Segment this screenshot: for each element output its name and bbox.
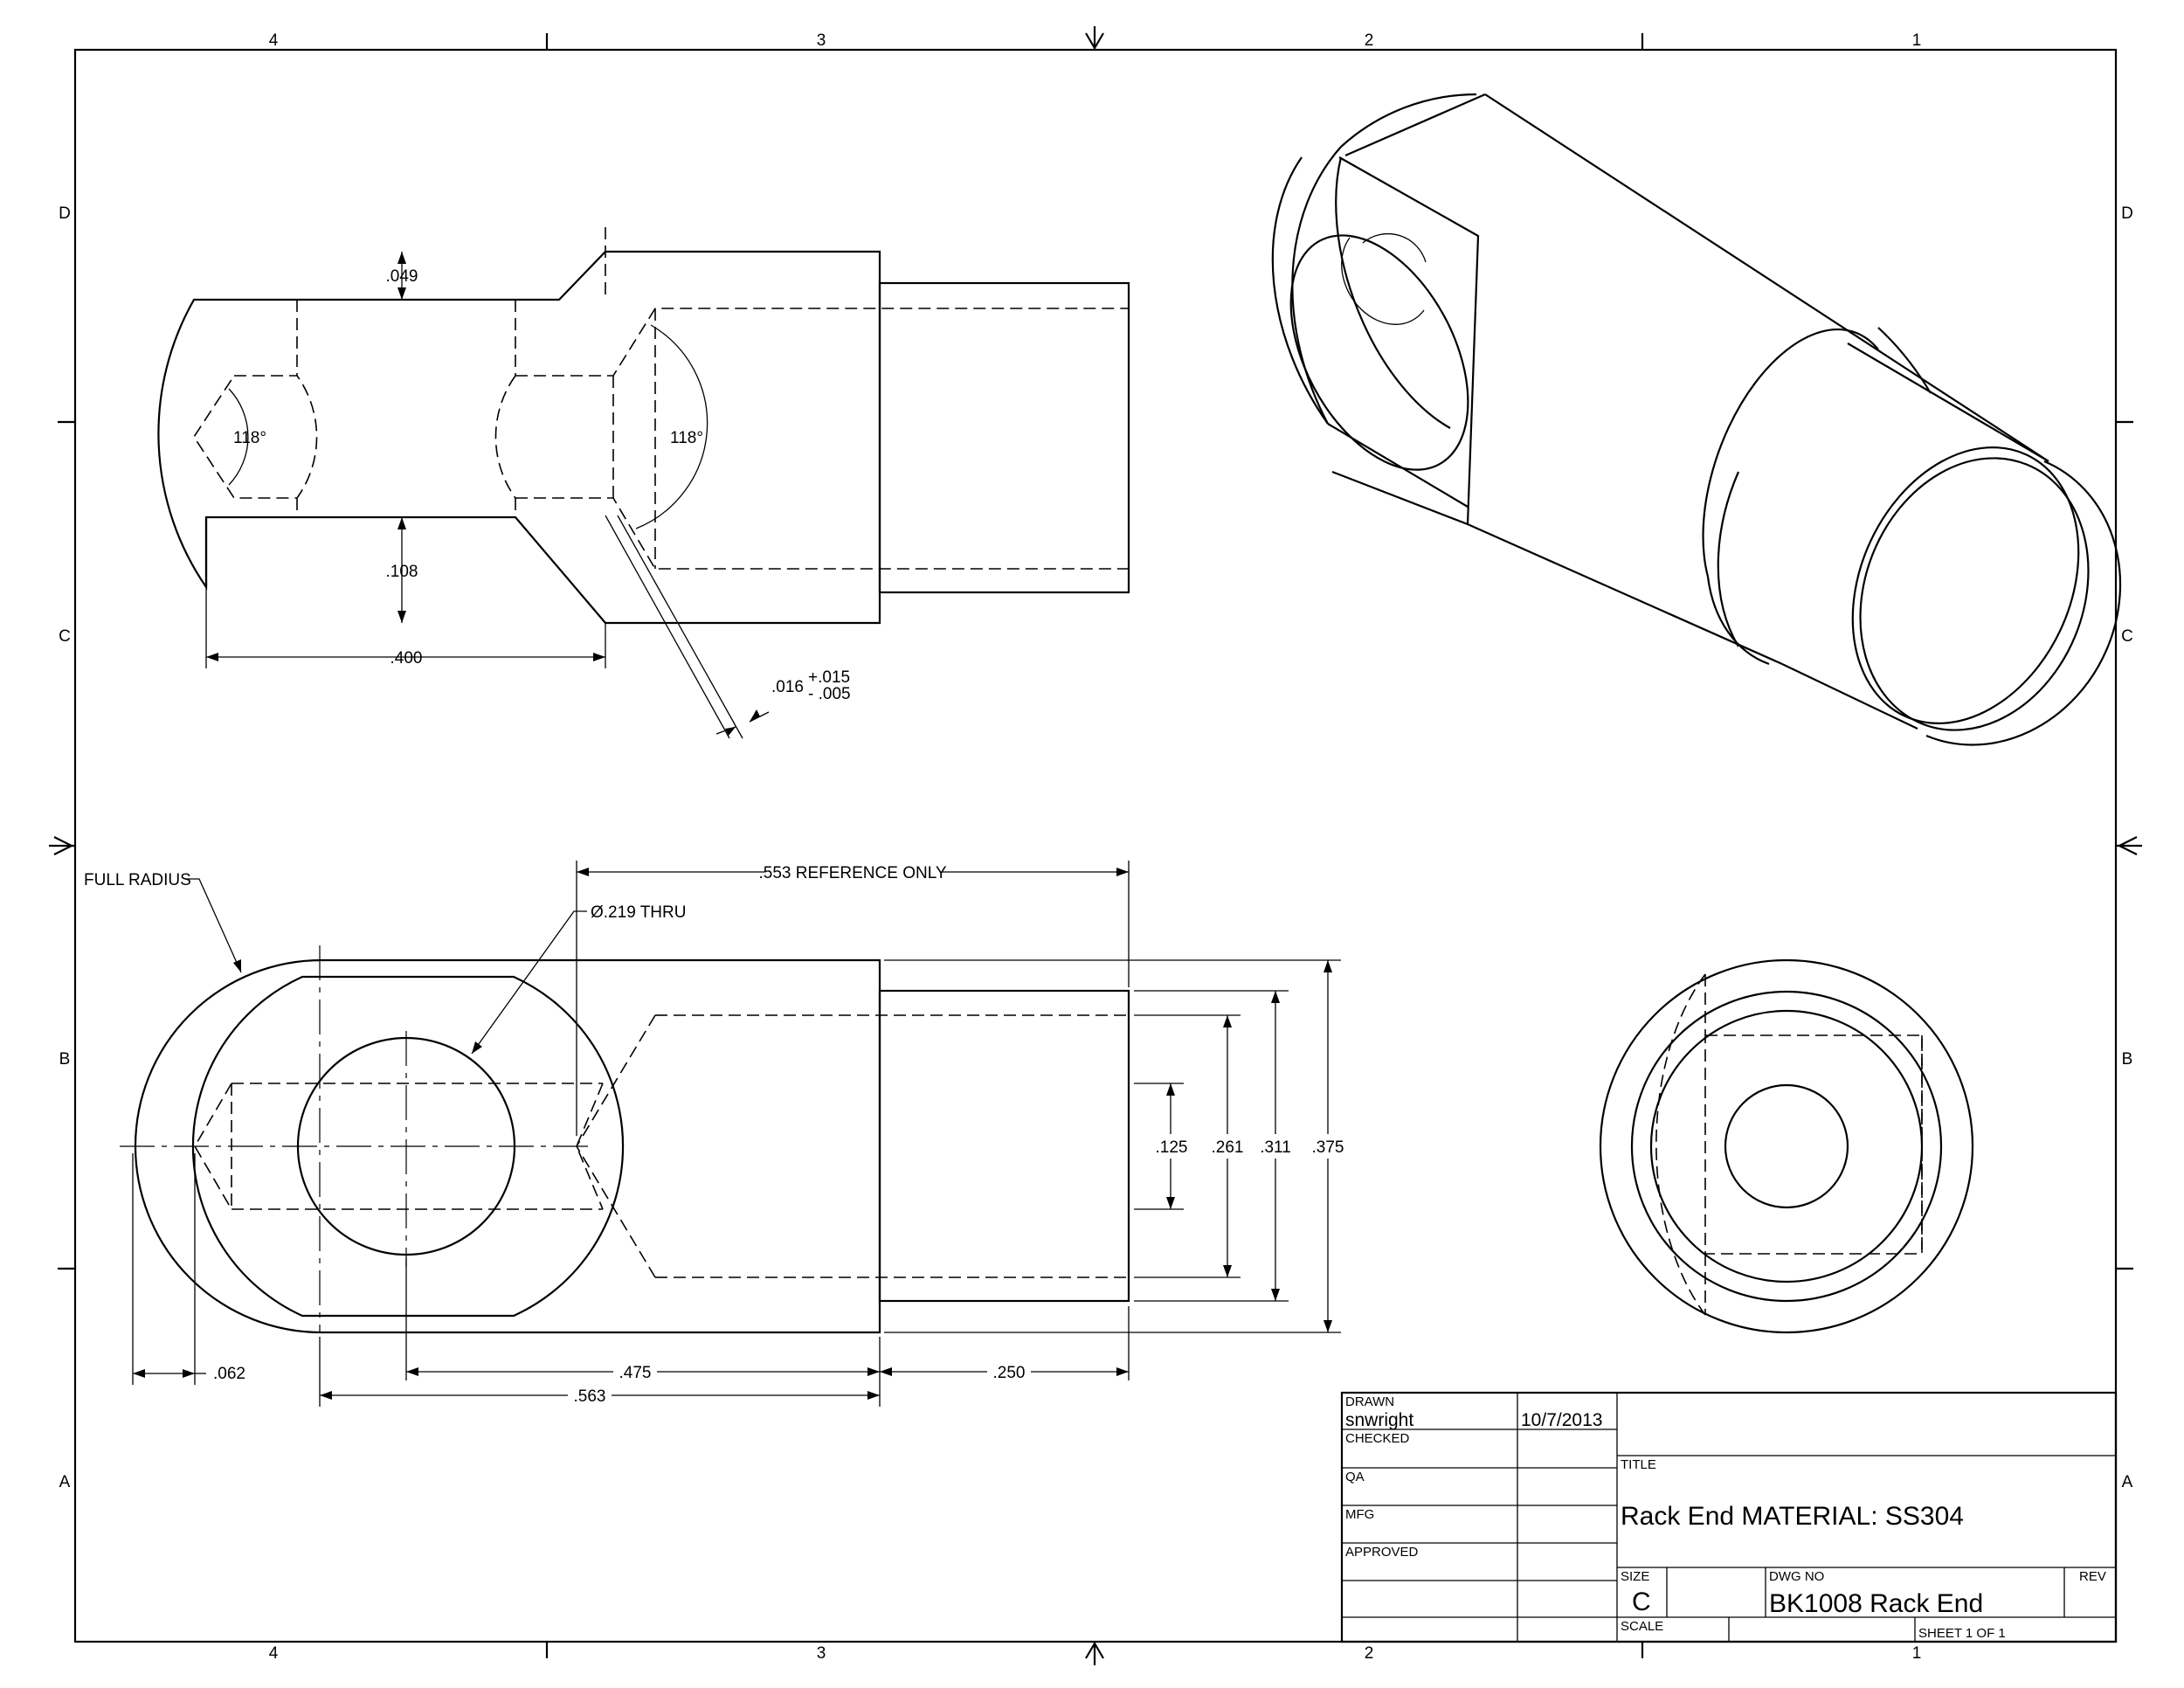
- drawn-label: DRAWN: [1345, 1394, 1394, 1409]
- zone-top-1: 1: [1912, 31, 1922, 50]
- dim-flat-depth: .049: [386, 267, 418, 286]
- dim-311: .311: [1260, 1138, 1291, 1157]
- title-label: TITLE: [1621, 1457, 1656, 1472]
- isometric-view: [1271, 93, 2122, 746]
- dim-angle-right: 118°: [670, 429, 703, 447]
- front-view: [120, 861, 1341, 1407]
- mfg-label: MFG: [1345, 1507, 1374, 1522]
- sheet-label: SHEET 1 OF 1: [1918, 1626, 2006, 1641]
- zone-left-a: A: [59, 1473, 71, 1491]
- front-view-dimension-text: FULL RADIUS .553 REFERENCE ONLY Ø.219 TH…: [84, 864, 1344, 1406]
- zone-top-2: 2: [1365, 31, 1374, 50]
- dim-gap-value: .016: [771, 678, 804, 696]
- top-view-dimension-text: .049 118° 118° .108 .400 .016 +.015 - .0…: [233, 267, 851, 703]
- dim-261: .261: [1212, 1138, 1244, 1157]
- drawing-border: [49, 26, 2142, 1665]
- top-view-hidden-lines: [193, 227, 1129, 570]
- end-view: [1599, 958, 1974, 1334]
- dim-angle-left: 118°: [233, 429, 266, 447]
- dwg-no: BK1008 Rack End: [1769, 1589, 1983, 1618]
- approved-label: APPROVED: [1345, 1545, 1419, 1560]
- dim-gap-tol-minus: - .005: [808, 685, 851, 703]
- dim-hole: Ø.219 THRU: [591, 903, 686, 922]
- zone-bottom-3: 3: [817, 1644, 826, 1663]
- zone-left-c: C: [59, 627, 71, 646]
- dim-125: .125: [1156, 1138, 1188, 1157]
- rev-label: REV: [2079, 1569, 2106, 1584]
- scale-label: SCALE: [1621, 1619, 1663, 1634]
- dim-250: .250: [993, 1364, 1026, 1382]
- dim-475: .475: [619, 1364, 652, 1382]
- zone-bottom-4: 4: [269, 1644, 279, 1663]
- dim-375: .375: [1312, 1138, 1344, 1157]
- dim-563: .563: [574, 1387, 606, 1406]
- drawn-date: 10/7/2013: [1521, 1410, 1602, 1430]
- zone-bottom-1: 1: [1912, 1644, 1922, 1663]
- drawing-title: Rack End MATERIAL: SS304: [1621, 1502, 1964, 1531]
- zone-right-c: C: [2121, 627, 2133, 646]
- top-view: [157, 227, 1130, 739]
- zone-right-b: B: [2122, 1050, 2133, 1069]
- zone-bottom-2: 2: [1365, 1644, 1374, 1663]
- dim-flat-height: .108: [386, 563, 418, 581]
- front-view-hidden-lines: [194, 1014, 1129, 1278]
- zone-left-b: B: [59, 1050, 71, 1069]
- title-block: [1340, 1391, 2118, 1643]
- checked-label: CHECKED: [1345, 1431, 1410, 1446]
- zone-top-3: 3: [817, 31, 826, 50]
- zone-right-d: D: [2121, 204, 2133, 223]
- dim-reference-length: .553 REFERENCE ONLY: [758, 864, 946, 882]
- qa-label: QA: [1345, 1470, 1365, 1484]
- note-full-radius: FULL RADIUS: [84, 871, 191, 889]
- zone-top-4: 4: [269, 31, 279, 50]
- zone-right-a: A: [2122, 1473, 2133, 1491]
- dim-gap-tol-plus: +.015: [808, 668, 850, 687]
- zone-labels: 4 3 2 1 4 3 2 1 D C B A D C B A: [59, 31, 2133, 1663]
- dim-062: .062: [213, 1365, 245, 1383]
- title-block-text: DRAWN snwright 10/7/2013 CHECKED QA MFG …: [1345, 1394, 2106, 1641]
- zone-left-d: D: [59, 204, 71, 223]
- dwg-no-label: DWG NO: [1769, 1569, 1824, 1584]
- sheet-size: C: [1632, 1588, 1651, 1616]
- dim-length: .400: [390, 649, 423, 668]
- size-label: SIZE: [1621, 1569, 1649, 1584]
- drawn-by: snwright: [1345, 1410, 1413, 1430]
